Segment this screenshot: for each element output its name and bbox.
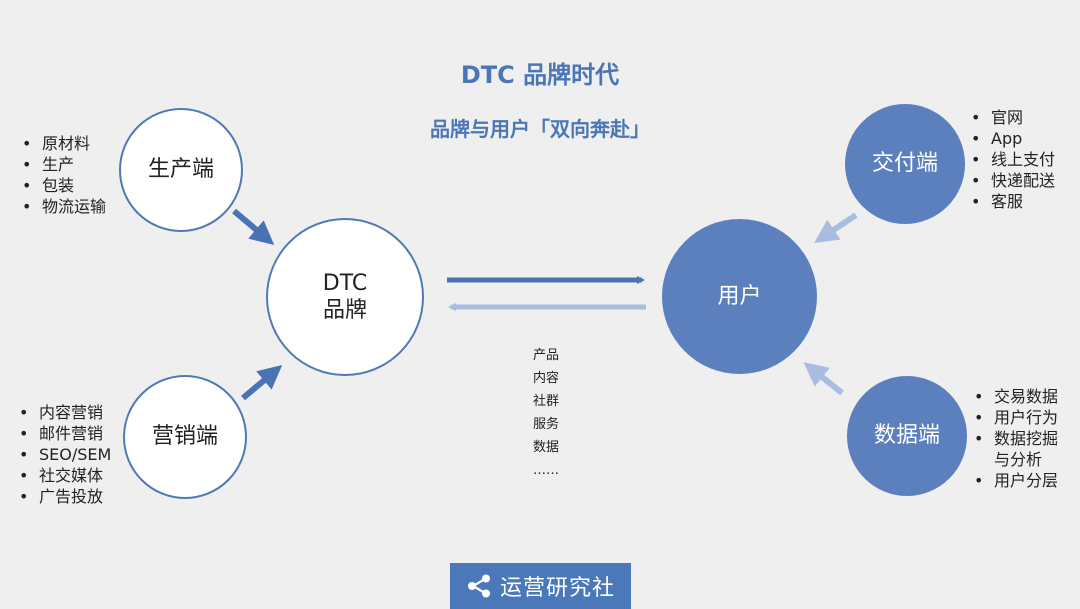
list-item: SEO/SEM — [17, 444, 111, 465]
list-item: 社交媒体 — [17, 465, 111, 486]
list-item: 广告投放 — [17, 486, 111, 507]
brand-label-line1: DTC — [322, 270, 368, 296]
marketing-node: 营销端 — [123, 375, 247, 499]
list-item: 客服 — [969, 191, 1055, 212]
list-item: 数据挖掘 — [972, 428, 1058, 449]
brand-label-line2: 品牌 — [322, 298, 367, 323]
marketing-label: 营销端 — [151, 424, 218, 450]
logo-text: 运营研究社 — [499, 576, 615, 601]
list-item: 产品 — [532, 348, 559, 363]
list-item: 内容营销 — [17, 402, 111, 423]
list-item: 线上支付 — [969, 149, 1055, 170]
user-label: 用户 — [717, 283, 762, 309]
list-item-continuation: 与分析 — [994, 450, 1043, 469]
data-list: 交易数据 用户行为 数据挖掘 与分析 用户分层 — [972, 386, 1058, 491]
production-label: 生产端 — [147, 157, 214, 183]
list-item: 社群 — [532, 394, 559, 409]
arrow-data-to-user — [803, 362, 844, 396]
list-item: 用户分层 — [972, 470, 1058, 491]
page-title: DTC 品牌时代 — [460, 61, 620, 89]
list-item: App — [969, 128, 1055, 149]
arrow-production-to-brand — [232, 208, 275, 245]
delivery-node: 交付端 — [845, 104, 965, 224]
list-item: 用户行为 — [972, 407, 1058, 428]
center-exchange-list: 产品 内容 社群 服务 数据 …… — [515, 344, 577, 482]
list-item: 交易数据 — [972, 386, 1058, 407]
data-label: 数据端 — [873, 423, 940, 449]
arrow-delivery-to-user — [814, 212, 858, 243]
marketing-list: 内容营销 邮件营销 SEO/SEM 社交媒体 广告投放 — [17, 402, 111, 507]
page-subtitle: 品牌与用户「双向奔赴」 — [430, 117, 650, 141]
delivery-list: 官网 App 线上支付 快递配送 客服 — [969, 107, 1055, 212]
user-node: 用户 — [662, 219, 817, 374]
list-item: 原材料 — [20, 133, 106, 154]
list-item: 数据 — [532, 440, 559, 455]
share-icon — [467, 574, 490, 598]
list-item: 生产 — [20, 154, 106, 175]
brand-node: DTC 品牌 — [266, 218, 424, 376]
data-node: 数据端 — [847, 376, 967, 496]
arrow-marketing-to-brand — [241, 365, 283, 401]
list-item: 邮件营销 — [17, 423, 111, 444]
list-item: …… — [533, 463, 559, 478]
brand-logo: 运营研究社 — [450, 563, 631, 609]
production-list: 原材料 生产 包装 物流运输 — [20, 133, 106, 217]
list-item: 包装 — [20, 175, 106, 196]
list-item: 服务 — [532, 417, 559, 432]
list-item: 官网 — [969, 107, 1055, 128]
delivery-label: 交付端 — [871, 151, 938, 177]
list-item: 内容 — [532, 371, 559, 386]
list-item: 快递配送 — [969, 170, 1055, 191]
production-node: 生产端 — [119, 108, 243, 232]
list-item: 物流运输 — [20, 196, 106, 217]
